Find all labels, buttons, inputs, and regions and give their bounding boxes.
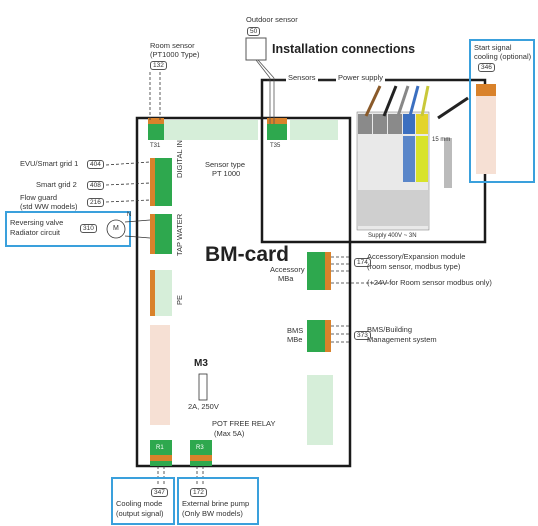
outdoor-sensor-ref: 50: [247, 27, 261, 36]
pe-label: PE: [175, 294, 184, 305]
sensor-type-value: PT 1000: [212, 169, 241, 178]
input-ref-1: 404: [87, 160, 104, 169]
relay-label: POT FREE RELAY: [212, 419, 276, 428]
brine-pump-ref: 172: [190, 488, 207, 497]
terminal-t31: T31: [150, 143, 161, 149]
input-label-2: Smart grid 2: [36, 180, 77, 189]
sensor-type-label: Sensor type: [205, 160, 246, 169]
top-terminal-strip: [148, 118, 338, 140]
dimension-text: 15 mm: [432, 137, 451, 143]
bm-card-board-outline: [135, 116, 352, 468]
start-signal-highlight: [469, 39, 535, 183]
bms-ref: 373: [354, 331, 371, 340]
input-wire-3: [105, 199, 151, 203]
room-sensor-type: (PT1000 Type): [150, 50, 200, 59]
brine-pump-label: External brine pump: [182, 499, 250, 508]
fuse-icon: [198, 373, 208, 401]
accessory-desc-1: Accessory/Expansion module: [367, 252, 466, 261]
reversing-valve-highlight: [5, 211, 131, 247]
outdoor-sensor-icon: [245, 37, 275, 124]
motor-icon: [106, 219, 126, 239]
installation-title: Installation connections: [272, 42, 416, 56]
accessory-mba-label: MBa: [278, 274, 294, 283]
start-signal-terminal: [476, 84, 496, 174]
relay-terminal-blocks: [150, 440, 212, 466]
right-terminal-blocks: [307, 252, 333, 445]
input-label-3: Flow guard: [20, 193, 58, 202]
reversing-valve-label: Reversing valve: [10, 218, 64, 227]
start-signal-ref: 346: [478, 63, 495, 72]
digital-in-label: DIGITAL IN: [175, 140, 184, 178]
input-label-1: EVU/Smart grid 1: [20, 159, 79, 168]
outdoor-sensor-label: Outdoor sensor: [246, 15, 298, 24]
terminal-t35: T35: [270, 143, 281, 149]
input-wire-1: [105, 161, 151, 166]
brine-pump-sub: (Only BW models): [182, 509, 243, 518]
neutral-label: N: [127, 212, 132, 218]
radiator-circuit-label: Radiator circuit: [10, 228, 61, 237]
cooling-mode-label: Cooling mode: [116, 499, 163, 508]
input-ref-2: 408: [87, 181, 104, 190]
relay-max-label: (Max 5A): [214, 429, 245, 438]
start-signal-label-2: cooling (optional): [474, 52, 532, 61]
cooling-mode-ref: 347: [151, 488, 168, 497]
bms-desc-1: BMS/Building: [367, 325, 413, 334]
fuse-label: M3: [194, 358, 208, 369]
terminal-r1: R1: [156, 445, 164, 451]
cooling-mode-highlight: [111, 477, 175, 525]
bms-mbe-label: MBe: [287, 335, 303, 344]
cooling-mode-sub: (output signal): [116, 509, 164, 518]
supply-text: Supply 400V ~ 3N: [368, 233, 417, 239]
tap-water-label: TAP WATER: [175, 213, 184, 256]
sensors-label: Sensors: [286, 73, 318, 83]
input-wire-2: [105, 182, 151, 186]
accessory-label: Accessory: [270, 265, 305, 274]
bm-card-title: BM-card: [205, 243, 290, 266]
accessory-desc-3: (+24V for Room sensor modbus only): [367, 278, 492, 287]
bms-desc-2: Management system: [367, 335, 437, 344]
brine-pump-highlight: [177, 477, 259, 525]
room-sensor-label: Room sensor: [150, 41, 195, 50]
fuse-rating: 2A, 250V: [188, 402, 219, 411]
input-ref-3: 216: [87, 198, 104, 207]
motor-label: M: [113, 225, 119, 232]
terminal-r3: R3: [196, 445, 204, 451]
valve-wire-1: [124, 219, 151, 223]
reversing-valve-ref: 310: [80, 224, 97, 233]
bms-label: BMS: [287, 326, 304, 335]
room-sensor-ref: 132: [150, 61, 167, 70]
power-supply-label: Power supply: [336, 73, 386, 83]
power-terminal-block: [356, 85, 469, 231]
digital-in-terminal-block: [150, 158, 172, 425]
accessory-ref: 174: [354, 258, 371, 267]
start-signal-label: Start signal: [474, 43, 512, 52]
input-label-3b: (std WW models): [20, 202, 78, 211]
valve-wire-2: [124, 235, 151, 239]
accessory-desc-2: (room sensor, modbus type): [367, 262, 461, 271]
